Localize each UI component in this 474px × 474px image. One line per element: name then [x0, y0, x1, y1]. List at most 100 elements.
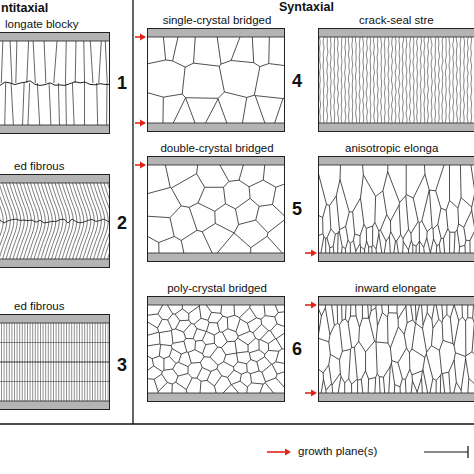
grain-boundary: [406, 37, 407, 123]
wall-rock: [0, 32, 110, 41]
grain-boundary: [83, 41, 85, 83]
grain-boundary: [62, 183, 73, 259]
grain-boundary: [84, 83, 85, 125]
panel-title: single-crystal bridged: [163, 14, 272, 27]
grain-boundary: [147, 305, 285, 393]
grain-boundary: [337, 37, 338, 123]
grain-boundary: [456, 37, 457, 123]
wall-contact: [318, 37, 474, 38]
grain-boundary: [402, 37, 403, 123]
grain-network: [147, 305, 285, 393]
panel-number: 5: [292, 199, 302, 219]
grain-boundary: [355, 37, 356, 123]
grain-boundary: [391, 37, 392, 123]
grain-boundary: [0, 381, 110, 382]
grain-boundary: [101, 183, 111, 259]
wall-rock: [318, 156, 474, 165]
arrow-head: [140, 162, 146, 169]
crystal-grains: [147, 165, 285, 253]
grain-boundary: [105, 41, 107, 83]
crystal-grains: [319, 37, 474, 123]
grain-boundary: [41, 183, 52, 259]
crystal-grains: [0, 41, 110, 125]
grain-boundary: [44, 41, 46, 83]
grain-boundary: [435, 37, 437, 123]
grain-boundary: [58, 83, 59, 125]
wall-rock: [318, 28, 474, 37]
crystal-grains: [0, 323, 110, 401]
wall-contact: [0, 125, 110, 126]
wall-contact: [0, 183, 110, 184]
grain-boundary: [344, 37, 345, 123]
growth-plane-arrow: [135, 120, 146, 127]
grain-boundary: [377, 37, 378, 123]
growth-plane-arrow: [135, 162, 146, 169]
scale-tick: [467, 446, 468, 458]
vein-panel-art: [145, 28, 287, 132]
panel-number: 3: [117, 355, 127, 375]
grain-boundary: [20, 183, 31, 259]
vein-panel: crack-seal stre: [318, 28, 474, 132]
wall-contact: [147, 165, 285, 166]
grain-boundary: [10, 183, 21, 259]
panel-number: 6: [292, 339, 302, 359]
grain-boundary: [83, 183, 94, 259]
crystal-grains: [0, 183, 110, 259]
wall-rock: [0, 125, 110, 134]
wall-rock: [318, 123, 474, 132]
grain-boundary: [359, 37, 360, 123]
arrow-shaft: [305, 252, 312, 254]
legend-entry: growth plane(s): [266, 445, 377, 458]
grain-boundary: [323, 37, 324, 123]
vein-panel-art: [318, 28, 474, 132]
grain-boundary: [96, 83, 98, 125]
grain-boundary: [99, 41, 102, 83]
grain-boundary: [427, 37, 428, 123]
wall-rock: [0, 314, 110, 323]
column-heading: Syntaxial: [279, 0, 334, 14]
grain-boundary: [449, 37, 450, 123]
grain-boundary: [147, 165, 285, 253]
growth-plane-arrow: [305, 250, 317, 257]
panel-title: anisotropic elonga: [345, 142, 438, 155]
wall-contact: [0, 401, 110, 402]
wall-contact: [318, 253, 474, 254]
growth-plane-arrow: [135, 34, 146, 41]
wall-contact: [318, 123, 474, 124]
wall-rock: [147, 296, 285, 305]
grain-boundary: [0, 81, 110, 86]
wall-rock: [318, 393, 474, 402]
vein-panel-art: [0, 32, 115, 134]
wall-contact: [147, 253, 285, 254]
panel-title: double-crystal bridged: [160, 142, 273, 155]
grain-boundary: [318, 165, 474, 253]
scale-bar: [424, 446, 468, 458]
grain-boundary: [0, 342, 110, 343]
column-divider: [132, 0, 133, 424]
wall-contact: [0, 323, 110, 324]
vein-panel: ed fibrous3: [0, 314, 110, 410]
arrow-head: [311, 250, 317, 257]
wall-rock: [147, 253, 285, 262]
wall-contact: [147, 305, 285, 306]
wall-rock: [147, 123, 285, 132]
grain-network: [147, 37, 285, 123]
grain-boundary: [445, 37, 446, 123]
wall-contact: [318, 393, 474, 394]
legend-swatch: [266, 446, 292, 458]
grain-boundary: [10, 41, 12, 83]
grain-boundary: [16, 41, 17, 83]
grain-boundary: [381, 37, 382, 123]
grain-boundary: [75, 41, 77, 83]
panel-title: ed fibrous: [14, 160, 65, 173]
vein-panel-art: [0, 314, 110, 410]
panel-title: poly-crystal bridged: [167, 282, 267, 295]
panel-title: ed fibrous: [14, 300, 65, 313]
grain-boundary: [463, 37, 464, 123]
grain-boundary: [54, 41, 57, 83]
scale-line: [424, 451, 468, 452]
arrow-head: [140, 120, 146, 127]
grain-boundary: [65, 83, 67, 125]
grain-boundary: [366, 37, 368, 123]
